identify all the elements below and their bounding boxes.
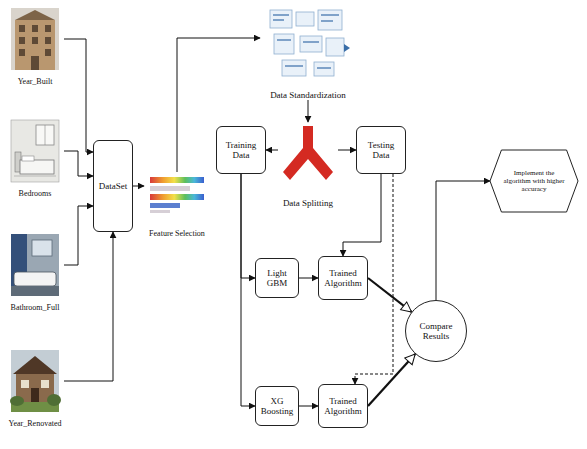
trained-box: Trained Algorithm xyxy=(318,256,368,300)
bedroom-photo xyxy=(11,120,59,182)
node-label: Training Data xyxy=(219,140,263,161)
flow-arrow xyxy=(343,174,381,256)
compare-circle: Compare Results xyxy=(405,300,467,362)
node-label: Year_Renovated xyxy=(9,419,62,428)
node-label: XG Boosting xyxy=(258,396,296,417)
model-box: XG Boosting xyxy=(255,386,299,426)
node-label: Trained Algorithm xyxy=(321,268,365,289)
node-label: Implement the algorithm with higher accu… xyxy=(503,169,565,193)
node-label: DataSet xyxy=(99,181,128,191)
model-box: Light GBM xyxy=(255,258,299,298)
flow-arrow xyxy=(64,151,93,176)
node-label: Feature Selection xyxy=(149,229,205,238)
flow-arrow xyxy=(64,232,113,381)
dataset-box: DataSet xyxy=(93,140,133,232)
feature-photo-node: Bathroom_Full xyxy=(6,232,64,312)
bathroom-photo xyxy=(11,234,59,296)
flow-arrow xyxy=(368,354,415,406)
house-photo xyxy=(10,350,61,412)
feature-photo-node: Bedrooms xyxy=(6,118,64,198)
feature-selection-node: Feature Selection xyxy=(144,172,210,238)
node-label: Year_Built xyxy=(18,77,53,86)
standardization-icon xyxy=(270,10,350,76)
node-label: Light GBM xyxy=(258,268,296,289)
standardization-node: Data Standardization xyxy=(260,4,356,100)
flow-arrow xyxy=(308,100,309,122)
flow-arrow xyxy=(436,181,490,300)
data-box: Testing Data xyxy=(356,126,406,174)
result-hexagon: Implement the algorithm with higher accu… xyxy=(490,150,578,212)
node-label: Testing Data xyxy=(359,140,403,161)
node-label: Trained Algorithm xyxy=(321,396,365,417)
building-photo xyxy=(11,8,59,70)
trained-box: Trained Algorithm xyxy=(318,384,368,428)
feature-photo-node: Year_Renovated xyxy=(6,348,64,428)
node-label: Bedrooms xyxy=(19,189,52,198)
feature-bars-icon xyxy=(150,177,204,213)
data-box: Training Data xyxy=(216,126,266,174)
flow-arrow xyxy=(241,174,255,278)
flow-arrow xyxy=(64,206,93,265)
node-label: Data Splitting xyxy=(283,198,333,208)
flow-arrow xyxy=(64,39,93,152)
node-label: Bathroom_Full xyxy=(11,303,60,312)
flow-arrow xyxy=(368,278,412,312)
flow-arrow xyxy=(299,278,318,279)
node-label: Data Standardization xyxy=(270,90,346,100)
flow-arrow xyxy=(133,186,144,187)
flow-arrow xyxy=(266,150,278,151)
flow-arrow xyxy=(299,406,318,407)
feature-photo-node: Year_Built xyxy=(6,6,64,86)
split-fork-icon xyxy=(283,126,333,180)
splitting-node: Data Splitting xyxy=(278,122,338,208)
flow-arrow xyxy=(241,174,255,406)
node-label: Compare Results xyxy=(410,321,462,342)
flow-arrow xyxy=(338,150,356,151)
